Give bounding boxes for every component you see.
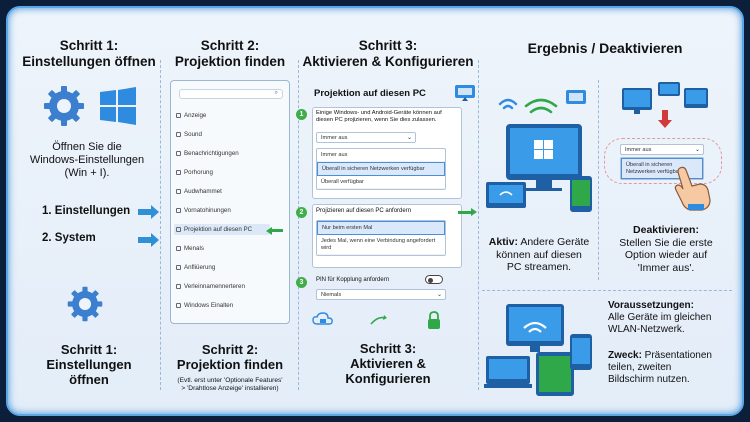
menu-item[interactable]: Anfliüerung [176,264,215,271]
step-number-badge: 3 [296,277,307,288]
arrow-right-icon [138,233,159,247]
menu-item-projection[interactable]: Projektion auf diesen PC [174,224,270,235]
step1-system-label: 2. System [42,232,96,244]
dropdown-option-selected[interactable]: Nur beim ersten Mal [317,221,445,235]
active-description: Aktiv: Andere Geräte können auf diesen P… [488,236,590,274]
dropdown-option[interactable]: Jedes Mal, wenn eine Verbindung angeford… [317,235,445,256]
step1-title: Schritt 1: Einstellungen öffnen [22,38,156,69]
menu-item[interactable]: Verleinnamennerteren [176,283,245,290]
gear-icon [66,285,104,323]
projector-icon [454,84,476,102]
sound-icon [176,132,181,137]
menu-item[interactable]: Windows Einalten [176,302,233,309]
wireless-streaming-illustration [486,76,596,216]
setting-1-description: Einige Windows- und Android-Geräte könne… [316,110,442,124]
pin-dropdown[interactable]: Niemals ⌄ [316,289,446,300]
step2-note: (Evtl. erst unter 'Optionale Features' >… [177,377,283,393]
lock-icon [426,310,442,330]
settings-window: ⌕ [170,80,290,324]
setting-3-label: PIN für Kopplung anfordern [316,277,390,283]
notifications-icon [176,151,181,156]
menu-item[interactable]: Audwhammet [176,188,222,195]
purpose-text: Zweck: Präsentationen teilen, zweiten Bi… [608,350,712,385]
curved-arrow-icon [370,313,388,325]
step1-description: Öffnen Sie die Windows-Einstellungen (Wi… [29,141,145,179]
pointing-hand-icon [670,164,716,212]
chevron-down-icon: ⌄ [694,147,700,153]
menu-icon [176,246,181,251]
step1-bottom-title: Schritt 1: Einstellungen öffnen [46,342,132,387]
request-dropdown-options: Nur beim ersten Mal Jedes Mal, wenn eine… [316,220,446,257]
row-separator [482,290,732,291]
step1-settings-label: 1. Einstellungen [42,205,131,217]
chevron-down-icon: ⌄ [436,292,442,298]
settings-search-input[interactable] [179,89,283,99]
step-number-badge: 2 [296,207,307,218]
windows-logo-icon [98,86,138,126]
result-title: Ergebnis / Deaktivieren [527,40,683,56]
menu-icon [176,208,181,213]
menu-icon [176,265,181,270]
menu-icon [176,303,181,308]
menu-icon [176,284,181,289]
projection-panel-title: Projektion auf diesen PC [314,88,426,99]
column-separator [598,80,599,280]
projection-icon [176,227,181,232]
menu-item[interactable]: Menals [176,245,204,252]
connected-devices-illustration [484,298,598,402]
column-separator [478,60,479,390]
arrow-right-icon [458,208,477,216]
column-separator [298,60,299,390]
step2-bottom-title: Schritt 2: Projektion finden [176,342,284,372]
dropdown-option-selected[interactable]: Überall in sicheren Netzwerken verfügbar [317,162,445,176]
menu-item[interactable]: Porhorung [176,169,213,176]
step3-title: Schritt 3: Aktivieren & Konfigurieren [302,38,474,69]
arrow-left-icon [271,229,283,232]
search-icon: ⌕ [274,90,278,96]
setting-2-label: Projizieren auf diesen PC anfordern [316,208,412,214]
menu-icon [176,170,181,175]
dropdown-option[interactable]: Immer aus [317,149,445,162]
menu-item[interactable]: Vornatohinungen [176,207,231,214]
display-icon [176,113,181,118]
column-separator [160,60,161,390]
dropdown-options: Immer aus Überall in sicheren Netzwerken… [316,148,446,190]
step2-title: Schritt 2: Projektion finden [174,38,286,69]
devices-icon [620,82,710,128]
projection-availability-dropdown[interactable]: Immer aus ⌄ [316,132,416,143]
step-number-badge: 1 [296,109,307,120]
gear-icon [42,84,86,128]
menu-item[interactable]: Benachrichtigungen [176,150,239,157]
menu-item[interactable]: Sound [176,131,202,138]
requirements-text: Voraussetzungen:Alle Geräte im gleichen … [608,300,712,335]
chevron-down-icon: ⌄ [406,135,412,141]
menu-item[interactable]: Anzeige [176,112,206,119]
deactivate-description: Deaktivieren:Stellen Sie die erste Optio… [619,224,713,274]
step3-bottom-title: Schritt 3: Aktivieren & Konfigurieren [345,341,431,386]
cloud-devices-icon [312,311,334,329]
pin-toggle[interactable] [425,275,443,284]
arrow-right-icon [138,205,159,219]
menu-icon [176,189,181,194]
highlight-burst [604,138,722,184]
dropdown-option[interactable]: Überall verfügbar [317,176,445,189]
